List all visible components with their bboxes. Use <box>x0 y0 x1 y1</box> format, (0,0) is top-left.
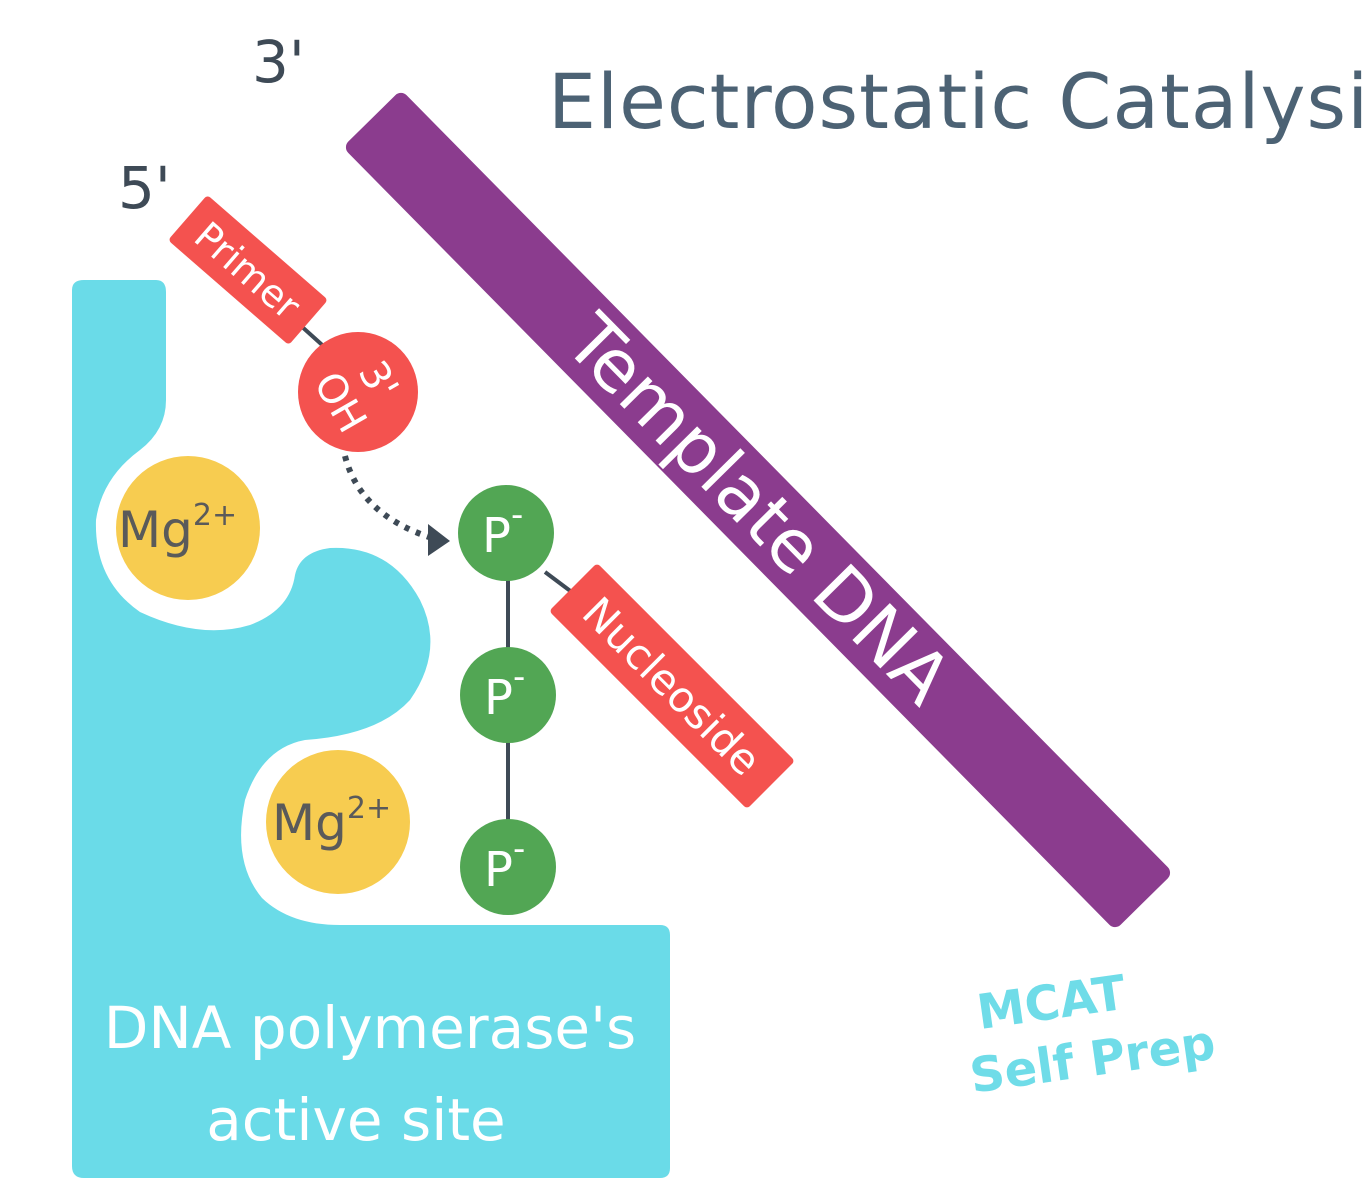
nucleoside-label: Nucleoside <box>573 588 771 786</box>
nucleoside-box: Nucleoside <box>550 564 794 808</box>
active-site-label-line1: DNA polymerase's <box>104 994 637 1062</box>
active-site-label-line2: active site <box>206 1086 506 1154</box>
magnesium-ion-upper: Mg2+ <box>116 456 260 600</box>
dna-polymerase-body <box>72 280 670 1178</box>
nucleophilic-attack-arrow <box>342 455 433 541</box>
magnesium-lower-label: Mg2+ <box>272 791 391 852</box>
three-prime-label: 3' <box>252 28 305 96</box>
hydroxyl-group: 3' OH <box>298 332 418 452</box>
phosphate-alpha-label: P- <box>482 495 523 564</box>
phosphate-gamma: P- <box>460 819 556 915</box>
magnesium-ion-lower: Mg2+ <box>266 750 410 894</box>
mcat-self-prep-logo: MCAT Self Prep <box>966 965 1218 1105</box>
diagram-title: Electrostatic Catalysis <box>548 57 1372 146</box>
arrow-head-icon <box>428 524 450 556</box>
phosphate-gamma-label: P- <box>484 829 525 898</box>
phosphate-alpha: P- <box>458 485 554 581</box>
magnesium-upper-label: Mg2+ <box>118 498 237 559</box>
five-prime-label: 5' <box>118 154 171 222</box>
phosphate-beta-label: P- <box>484 657 525 726</box>
primer-box: Primer <box>169 196 327 344</box>
phosphate-beta: P- <box>460 647 556 743</box>
